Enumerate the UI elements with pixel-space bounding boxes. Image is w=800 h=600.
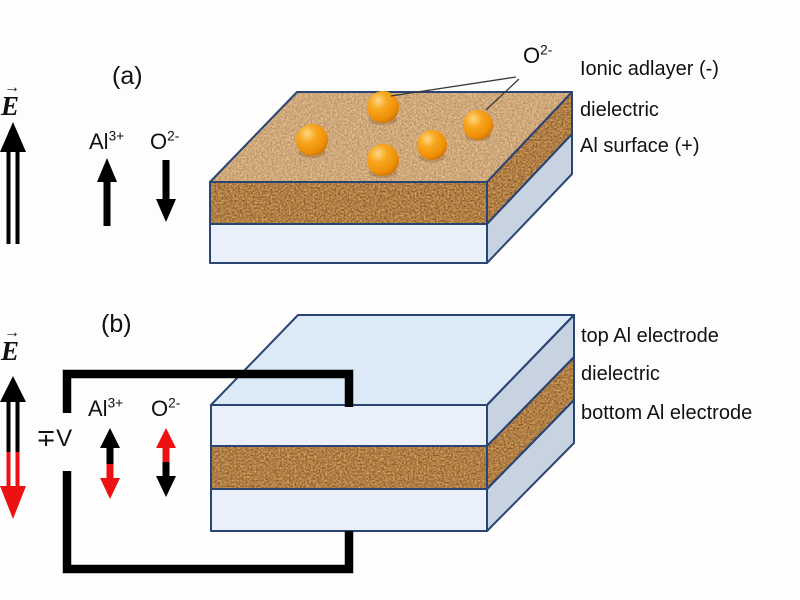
adlayer-pointer-lines	[390, 76, 520, 111]
layer-label-al-surface: Al surface (+)	[580, 135, 700, 157]
top-electrode-side-face-b	[487, 315, 574, 446]
layer-label-ionic-adlayer: Ionic adlayer (-)	[580, 58, 719, 80]
top-electrode-front-face-b	[211, 405, 487, 446]
oxygen-ion-sphere	[367, 144, 399, 178]
bottom-electrode-side-face-b	[487, 400, 574, 531]
al-ion-label-a: Al3+	[89, 128, 125, 154]
e-field-arrow-a	[0, 122, 26, 244]
dielectric-front-face-b	[211, 446, 487, 489]
vector-arrow-glyph: →	[4, 324, 20, 341]
layer-label-dielectric-a: dielectric	[580, 99, 659, 121]
panel-b-tag: (b)	[101, 310, 132, 338]
dielectric-front-face-a	[210, 182, 487, 224]
oxygen-ion-sphere	[367, 91, 399, 125]
adlayer-ion-label: O2-	[523, 42, 553, 68]
e-field-arrow-b	[0, 376, 26, 519]
oxygen-ion-sphere	[417, 130, 447, 162]
e-field-symbol-a: → E	[1, 79, 31, 120]
o-ion-label-a: O2-	[150, 128, 180, 154]
slab-a	[209, 76, 573, 264]
oxygen-ion-sphere	[463, 110, 493, 141]
al-surface-front-face-a	[210, 224, 487, 263]
voltage-source-label: ∓V	[36, 425, 73, 452]
layer-label-bottom-electrode: bottom Al electrode	[581, 402, 753, 424]
al-ion-label-b: Al3+	[88, 395, 124, 421]
al-ion-arrow-b	[100, 428, 120, 499]
al-surface-side-face-a	[487, 134, 572, 263]
panel-a-tag: (a)	[112, 62, 143, 90]
circuit-wire	[62, 369, 354, 574]
slab-a-outlines	[209, 91, 573, 264]
top-electrode-top-face-b	[211, 315, 574, 405]
o-ion-label-b: O2-	[151, 395, 181, 421]
o-ion-arrow-a	[156, 160, 176, 222]
oxygen-ion-spheres	[296, 91, 493, 178]
e-field-symbol-b: → E	[1, 324, 31, 365]
oxygen-ion-sphere	[296, 124, 328, 158]
slab-b	[210, 314, 575, 532]
o-ion-arrow-b	[156, 428, 176, 497]
vector-arrow-glyph: →	[4, 79, 20, 96]
layer-label-dielectric-b: dielectric	[581, 363, 660, 385]
layer-label-top-electrode: top Al electrode	[581, 325, 719, 347]
al-ion-arrow-a	[97, 158, 117, 226]
bottom-electrode-front-face-b	[211, 489, 487, 531]
